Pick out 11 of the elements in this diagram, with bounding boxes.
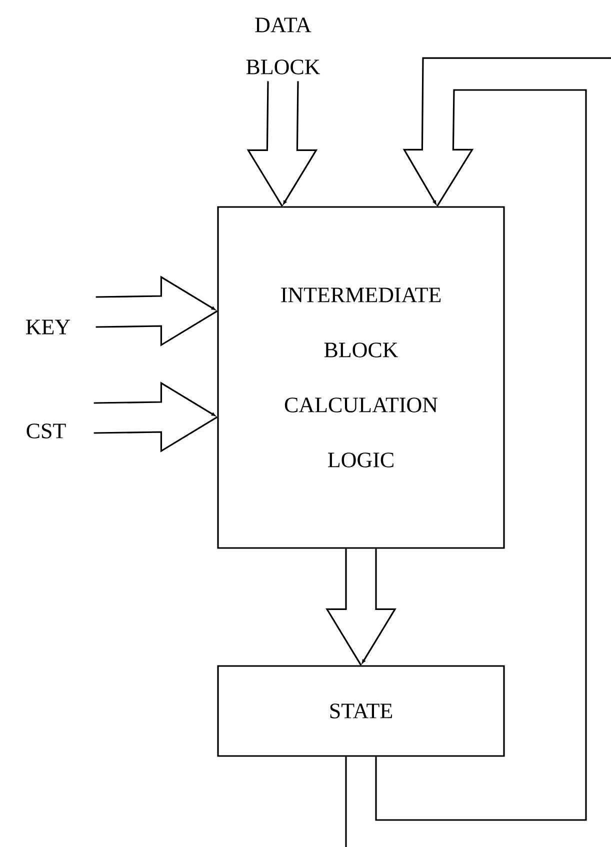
output-line: [345, 756, 347, 847]
bus-arrow: [95, 276, 218, 346]
bus-arrow: [326, 548, 396, 666]
signal-label: KEY: [26, 320, 70, 334]
bus-arrow: [93, 382, 218, 452]
bus-arrow: [246, 80, 318, 208]
process-box: STATE: [217, 665, 505, 757]
bus-arrow: [375, 57, 611, 821]
process-box: INTERMEDIATE BLOCK CALCULATION LOGIC: [217, 206, 505, 549]
signal-label: CST: [26, 424, 66, 438]
signal-label: DATA BLOCK: [246, 18, 320, 74]
